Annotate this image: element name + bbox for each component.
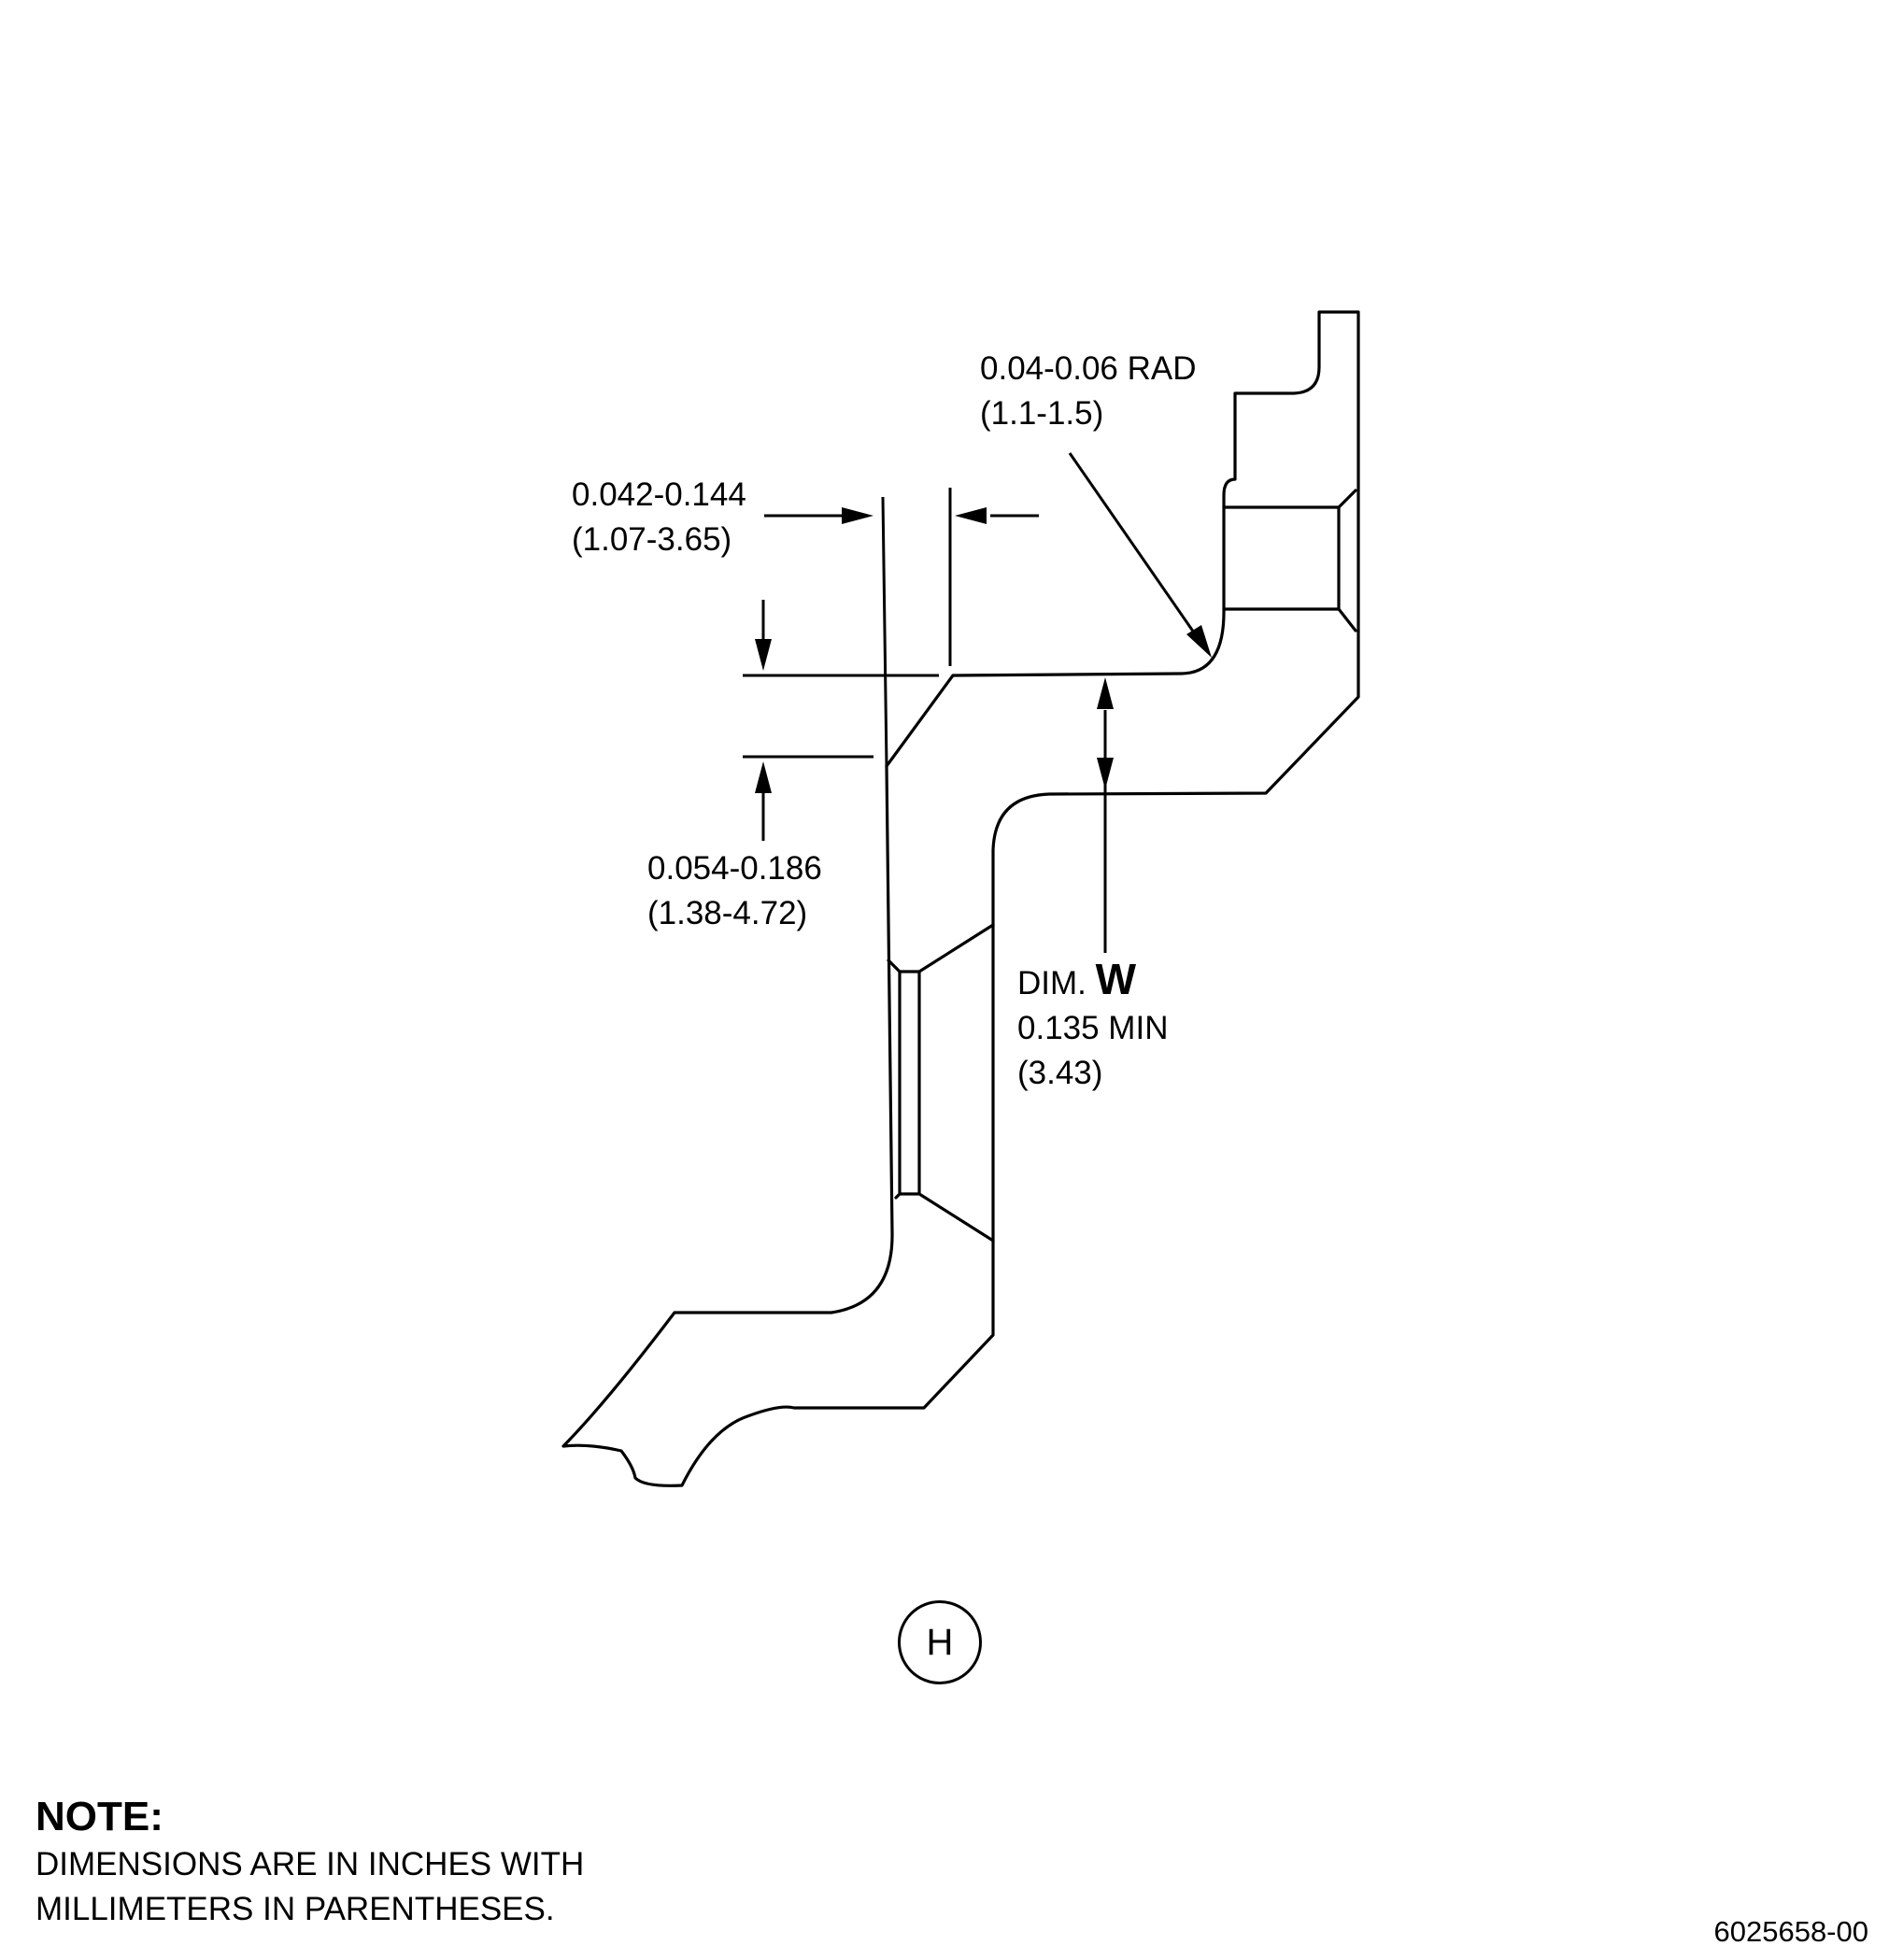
chamfer-width-label: 0.042-0.144 (1.07-3.65) [572,473,746,562]
view-label-circle: H [898,1600,982,1684]
part-outline-left [561,764,995,1487]
dim-w-label: DIM. W 0.135 MIN (3.43) [1017,957,1168,1096]
note-title: NOTE: [36,1794,163,1839]
radius-label: 0.04-0.06 RAD (1.1-1.5) [980,347,1197,436]
chamfer-width-mm: (1.07-3.65) [572,521,732,558]
dim-w-arrowhead-top [1097,677,1114,709]
dim-w-prefix: DIM. [1017,965,1087,1001]
chamfer-height-inches: 0.054-0.186 [647,850,822,887]
dim-w-title: DIM. W [1017,957,1168,1006]
dim-arrowhead-bottom [755,761,772,793]
figure-id: 6025658-00 [1714,1910,1869,1954]
dim-w-inches: 0.135 MIN [1017,1010,1169,1046]
dim-arrowhead-right [955,507,987,524]
part-outline-step [885,310,1360,928]
view-label: H [926,1621,954,1663]
radius-mm: (1.1-1.5) [980,395,1104,432]
dim-w-mm: (3.43) [1017,1055,1103,1091]
radius-arrowhead [1186,625,1212,658]
radius-inches: 0.04-0.06 RAD [980,350,1197,387]
dim-arrowhead-left [842,507,873,524]
note-line-2: MILLIMETERS IN PARENTHESES. [36,1891,555,1927]
chamfer-height-mm: (1.38-4.72) [647,895,808,931]
dim-arrowhead-top [755,639,772,671]
chamfer-height-label: 0.054-0.186 (1.38-4.72) [647,846,822,936]
note-block: NOTE: DIMENSIONS ARE IN INCHES WITH MILL… [36,1792,584,1932]
radius-leader [1068,452,1198,636]
lower-groove [887,923,995,1243]
figure-id-text: 6025658-00 [1713,1915,1869,1948]
chamfer-width-inches: 0.042-0.144 [572,476,746,513]
dim-w-arrowhead-bottom [1097,758,1114,789]
note-line-1: DIMENSIONS ARE IN INCHES WITH [36,1846,585,1882]
extension-line-left [881,496,888,767]
dim-w-key: W [1095,955,1137,1003]
upper-groove [1222,489,1357,632]
